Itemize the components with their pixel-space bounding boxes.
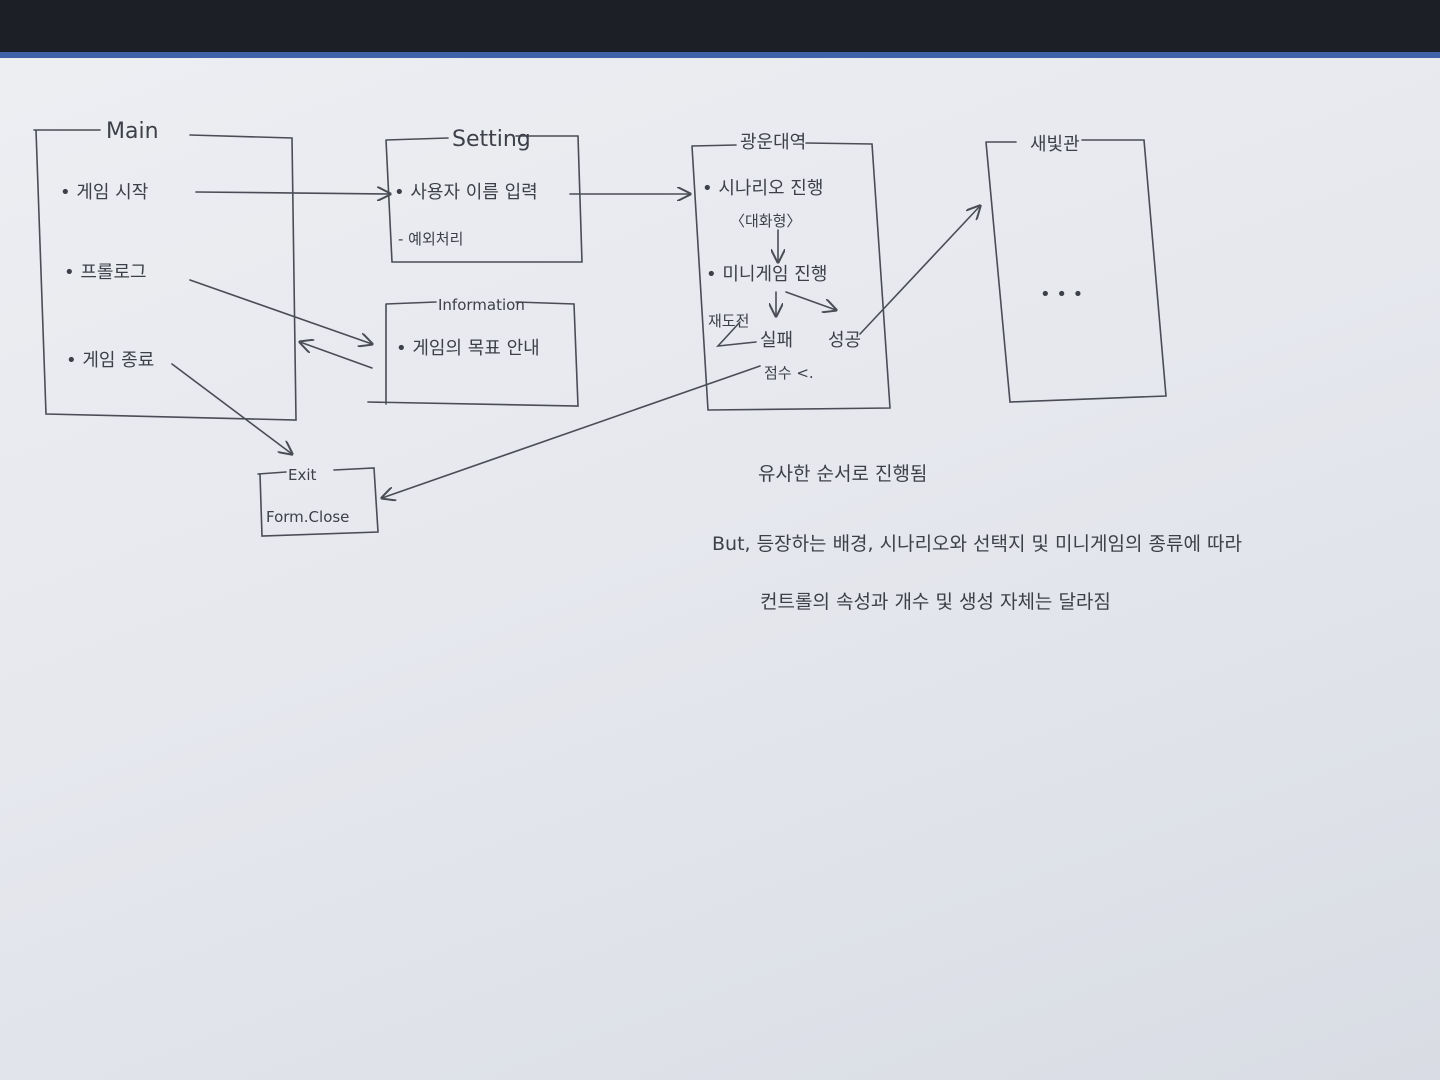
information-box-title: Information bbox=[438, 296, 525, 314]
chapter1-item-scenario: • 시나리오 진행 bbox=[702, 178, 823, 199]
arrow-prologue-to-information bbox=[189, 279, 372, 344]
chapter1-box-title: 광운대역 bbox=[740, 132, 806, 153]
main-item-game-exit: • 게임 종료 bbox=[66, 350, 154, 371]
setting-item-exception: - 예외처리 bbox=[398, 230, 463, 248]
chapter1-item-minigame: • 미니게임 진행 bbox=[706, 264, 827, 285]
chapter2-item-ellipsis: • • • bbox=[1040, 284, 1083, 305]
exit-item-form-close: Form.Close bbox=[266, 508, 349, 526]
setting-box: Setting • 사용자 이름 입력 - 예외처리 bbox=[385, 127, 583, 263]
setting-box-title: Setting bbox=[452, 127, 531, 152]
note-line-1: 유사한 순서로 진행됨 bbox=[758, 463, 927, 485]
paper-sheet bbox=[0, 58, 1440, 1080]
main-item-prologue: • 프롤로그 bbox=[64, 262, 147, 283]
chapter1-item-success: 성공 bbox=[828, 330, 861, 351]
main-box-title: Main bbox=[106, 119, 159, 144]
retry-loop-line bbox=[715, 321, 757, 348]
chapter1-item-fail: 실패 bbox=[760, 330, 793, 351]
chapter2-box: 새빛관 • • • bbox=[985, 134, 1167, 403]
main-item-game-start: • 게임 시작 bbox=[60, 182, 148, 203]
exit-box-title: Exit bbox=[288, 466, 317, 484]
information-box: Information • 게임의 목표 안내 bbox=[367, 296, 579, 407]
information-item-goal: • 게임의 목표 안내 bbox=[396, 338, 540, 359]
arrow-exit-to-exitbox bbox=[171, 363, 292, 454]
chapter2-box-title: 새빛관 bbox=[1030, 134, 1080, 155]
chapter1-item-dialogue: 〈대화형〉 bbox=[730, 212, 801, 230]
exit-box: Exit Form.Close bbox=[257, 466, 379, 537]
main-box: Main • 게임 시작 • 프롤로그 • 게임 종료 bbox=[33, 119, 297, 421]
paper-edge-band bbox=[0, 52, 1440, 60]
arrow-main-to-setting bbox=[195, 192, 390, 194]
chapter1-item-retry: 재도전 bbox=[708, 312, 749, 330]
notes: 유사한 순서로 진행됨 But, 등장하는 배경, 시나리오와 선택지 및 미니… bbox=[712, 463, 1242, 613]
arrow-score-to-exit bbox=[382, 365, 761, 498]
chapter1-item-score: 점수 <. bbox=[764, 364, 814, 382]
setting-item-username: • 사용자 이름 입력 bbox=[394, 182, 538, 203]
arrow-success-to-chapter2 bbox=[859, 206, 980, 335]
note-line-2: But, 등장하는 배경, 시나리오와 선택지 및 미니게임의 종류에 따라 bbox=[712, 533, 1242, 555]
arrow-minigame-to-success bbox=[785, 291, 836, 310]
note-line-3: 컨트롤의 속성과 개수 및 생성 자체는 달라짐 bbox=[760, 591, 1111, 613]
arrow-information-to-main bbox=[300, 342, 373, 369]
chapter1-box: 광운대역 • 시나리오 진행 〈대화형〉 • 미니게임 진행 재도전 실패 성공… bbox=[691, 132, 891, 411]
